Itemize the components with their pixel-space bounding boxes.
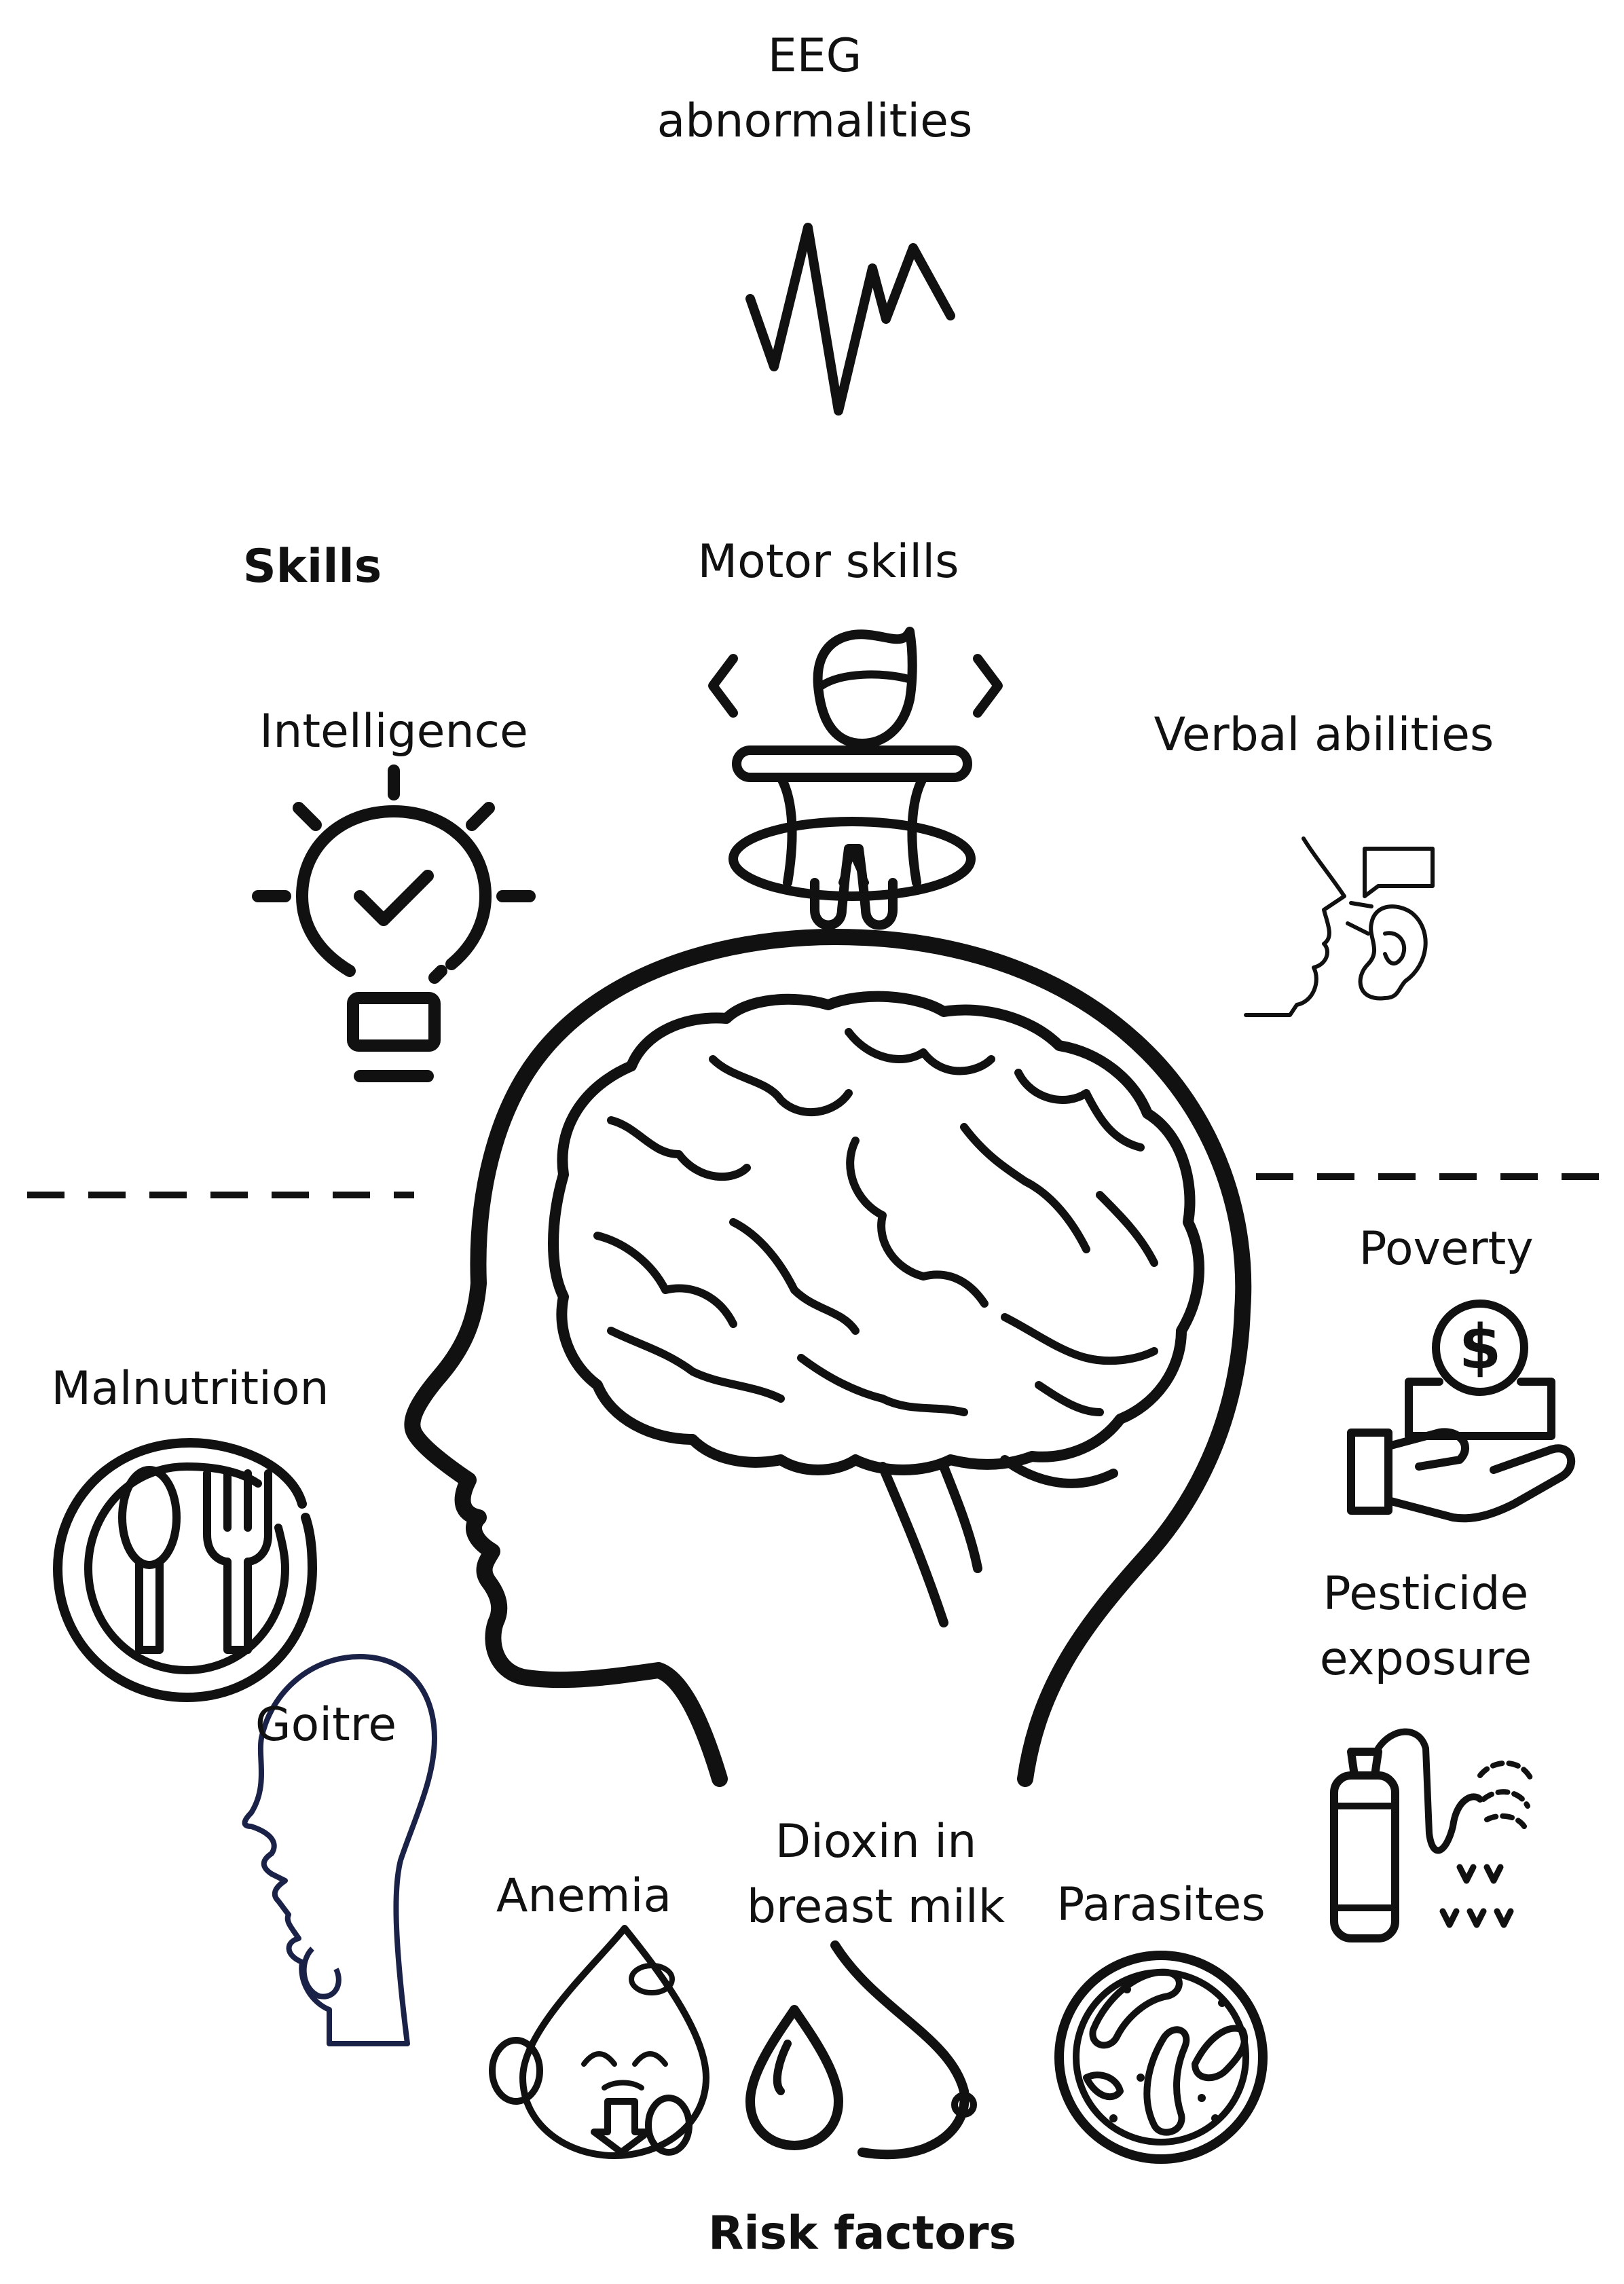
label-poverty: Poverty (1359, 1222, 1534, 1276)
rotating-person-icon (708, 627, 1003, 930)
label-dioxin-in-breast-milk: Dioxin in breast milk (746, 1815, 1005, 1934)
label-parasites: Parasites (1056, 1878, 1266, 1932)
speaking-face-ear-icon (1244, 836, 1435, 1017)
head-profile-goitre-icon (242, 1654, 437, 2046)
label-anemia: Anemia (496, 1869, 672, 1923)
header-risk-factors: Risk factors (707, 2207, 1017, 2260)
lightbulb-check-icon (252, 765, 536, 1082)
head-brain-icon (404, 929, 1252, 1787)
label-motor-skills: Motor skills (697, 535, 959, 589)
eeg-wave-icon (745, 223, 955, 416)
label-goitre: Goitre (255, 1698, 397, 1752)
label-verbal-abilities: Verbal abilities (1154, 708, 1494, 762)
plate-spoon-fork-icon (53, 1438, 317, 1702)
label-pesticide-exposure: Pesticide exposure (1319, 1567, 1532, 1686)
sprayer-tank-icon (1330, 1728, 1534, 1942)
blood-drop-down-icon (489, 1925, 709, 2159)
label-eeg-abnormalities: EEG abnormalities (657, 29, 973, 148)
svg-text:$: $ (1459, 1312, 1502, 1383)
label-intelligence: Intelligence (259, 705, 528, 758)
header-skills: Skills (242, 540, 382, 593)
label-malnutrition: Malnutrition (51, 1362, 329, 1416)
hand-coin-icon: $ (1347, 1300, 1576, 1523)
petri-dish-parasites-icon (1054, 1951, 1268, 2164)
breast-milk-drop-icon (745, 1940, 977, 2160)
